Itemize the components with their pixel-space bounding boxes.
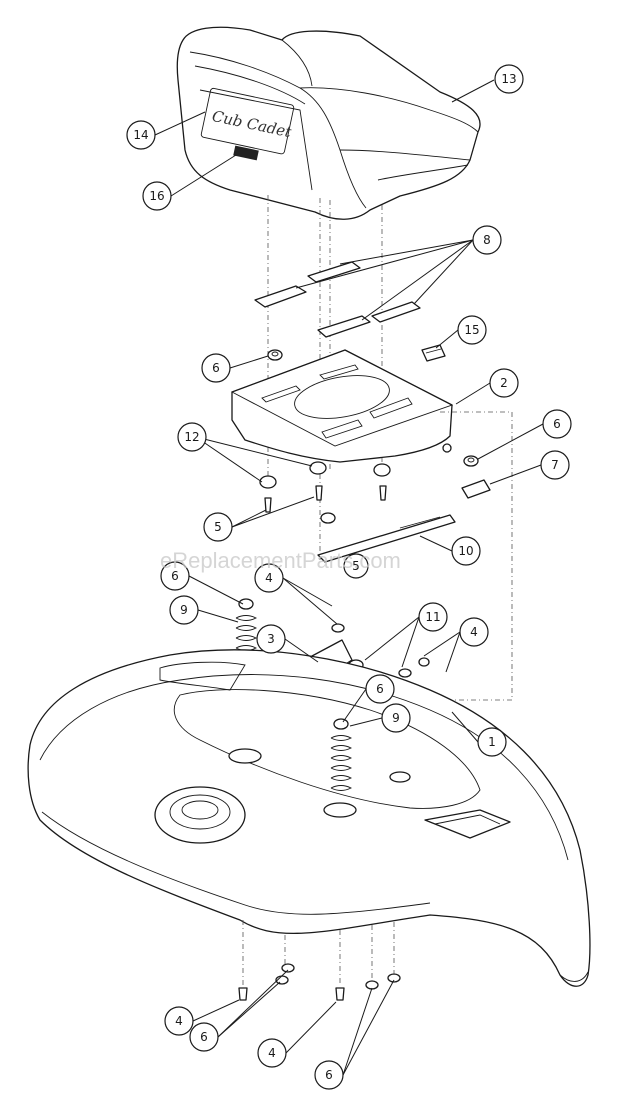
callout-10[interactable]: 10 <box>451 536 481 566</box>
callout-4b[interactable]: 4 <box>459 617 489 647</box>
svg-text:3: 3 <box>267 632 275 646</box>
callout-6e[interactable]: 6 <box>189 1022 219 1052</box>
callout-12[interactable]: 12 <box>177 422 207 452</box>
callout-6d[interactable]: 6 <box>365 674 395 704</box>
callout-8[interactable]: 8 <box>472 225 502 255</box>
svg-text:4: 4 <box>268 1046 276 1060</box>
spring-9b[interactable] <box>330 718 353 791</box>
callout-14[interactable]: 14 <box>126 120 156 150</box>
bottom-fasteners[interactable] <box>238 963 401 1001</box>
callout-9b[interactable]: 9 <box>381 703 411 733</box>
svg-text:4: 4 <box>175 1014 183 1028</box>
callout-6b[interactable]: 6 <box>542 409 572 439</box>
svg-text:15: 15 <box>464 323 479 337</box>
fender-body[interactable] <box>27 649 591 987</box>
callout-9a[interactable]: 9 <box>169 595 199 625</box>
clip-15[interactable] <box>421 344 446 362</box>
svg-text:7: 7 <box>551 458 559 472</box>
svg-text:10: 10 <box>458 544 473 558</box>
svg-text:14: 14 <box>133 128 148 142</box>
seat-cushion[interactable]: Cub Cadet <box>176 26 481 220</box>
svg-text:6: 6 <box>553 417 561 431</box>
callout-5b[interactable]: 5 <box>343 553 369 579</box>
svg-text:6: 6 <box>376 682 384 696</box>
seat-pan[interactable] <box>230 349 454 463</box>
callout-4d[interactable]: 4 <box>257 1038 287 1068</box>
callout-4c[interactable]: 4 <box>164 1006 194 1036</box>
callout-6a[interactable]: 6 <box>201 353 231 383</box>
svg-text:2: 2 <box>500 376 508 390</box>
callout-4a[interactable]: 4 <box>254 563 284 593</box>
grommets-12[interactable] <box>259 461 391 489</box>
callout-16[interactable]: 16 <box>142 181 172 211</box>
svg-text:5: 5 <box>214 520 222 534</box>
svg-text:6: 6 <box>171 569 179 583</box>
svg-text:12: 12 <box>184 430 199 444</box>
slide-rail-10[interactable] <box>317 514 456 563</box>
svg-text:9: 9 <box>180 603 188 617</box>
grommet-6b[interactable] <box>463 455 479 467</box>
seat-pads[interactable] <box>254 261 421 338</box>
svg-text:6: 6 <box>212 361 220 375</box>
callout-7[interactable]: 7 <box>540 450 570 480</box>
callout-6c[interactable]: 6 <box>160 561 190 591</box>
svg-text:13: 13 <box>501 72 516 86</box>
callout-6f[interactable]: 6 <box>314 1060 344 1090</box>
callout-1[interactable]: 1 <box>477 727 507 757</box>
logo-plate <box>200 87 295 155</box>
svg-text:5: 5 <box>352 559 360 573</box>
svg-text:6: 6 <box>325 1068 333 1082</box>
svg-text:11: 11 <box>425 610 440 624</box>
svg-text:16: 16 <box>149 189 164 203</box>
svg-text:1: 1 <box>488 735 496 749</box>
callout-5a[interactable]: 5 <box>203 512 233 542</box>
svg-text:4: 4 <box>470 625 478 639</box>
latch-7[interactable] <box>461 479 491 499</box>
svg-text:9: 9 <box>392 711 400 725</box>
leader-lines <box>154 79 544 1076</box>
spring-9a[interactable] <box>235 598 258 671</box>
screws-5[interactable] <box>264 485 387 524</box>
callout-3[interactable]: 3 <box>256 624 286 654</box>
svg-text:6: 6 <box>200 1030 208 1044</box>
svg-text:8: 8 <box>483 233 491 247</box>
grommet-6a[interactable] <box>267 349 283 361</box>
callout-2[interactable]: 2 <box>489 368 519 398</box>
svg-text:4: 4 <box>265 571 273 585</box>
callout-13[interactable]: 13 <box>494 64 524 94</box>
callout-15[interactable]: 15 <box>457 315 487 345</box>
callout-11[interactable]: 11 <box>418 602 448 632</box>
watermark: eReplacementParts.com <box>160 548 401 573</box>
seat-label-16 <box>233 145 259 161</box>
